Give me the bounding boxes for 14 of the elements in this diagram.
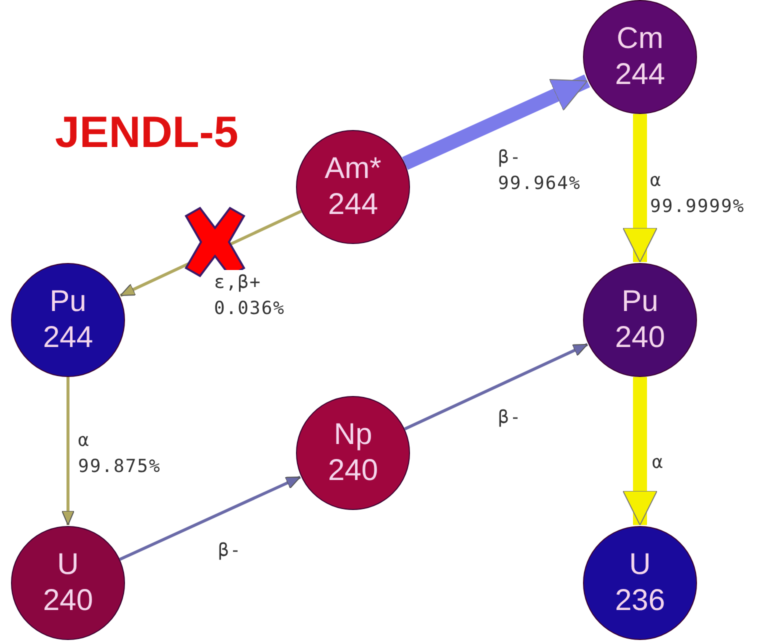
nuclide-label: U 236	[614, 547, 666, 619]
arrow	[62, 377, 74, 526]
diagram-title: JENDL-5	[55, 108, 238, 158]
arrow	[404, 343, 588, 430]
arrow	[622, 377, 658, 526]
nuclide-label: Cm 244	[614, 21, 666, 93]
nuclide-label: U 240	[42, 547, 94, 619]
arrow	[119, 476, 301, 561]
nuclide-label: Am* 244	[324, 151, 382, 223]
arrow	[402, 74, 590, 170]
nuclide-label: Pu 244	[42, 284, 94, 356]
arrow	[622, 114, 658, 262]
nuclide-label: Np 240	[328, 417, 378, 489]
nuclide-label: Pu 240	[614, 284, 666, 356]
